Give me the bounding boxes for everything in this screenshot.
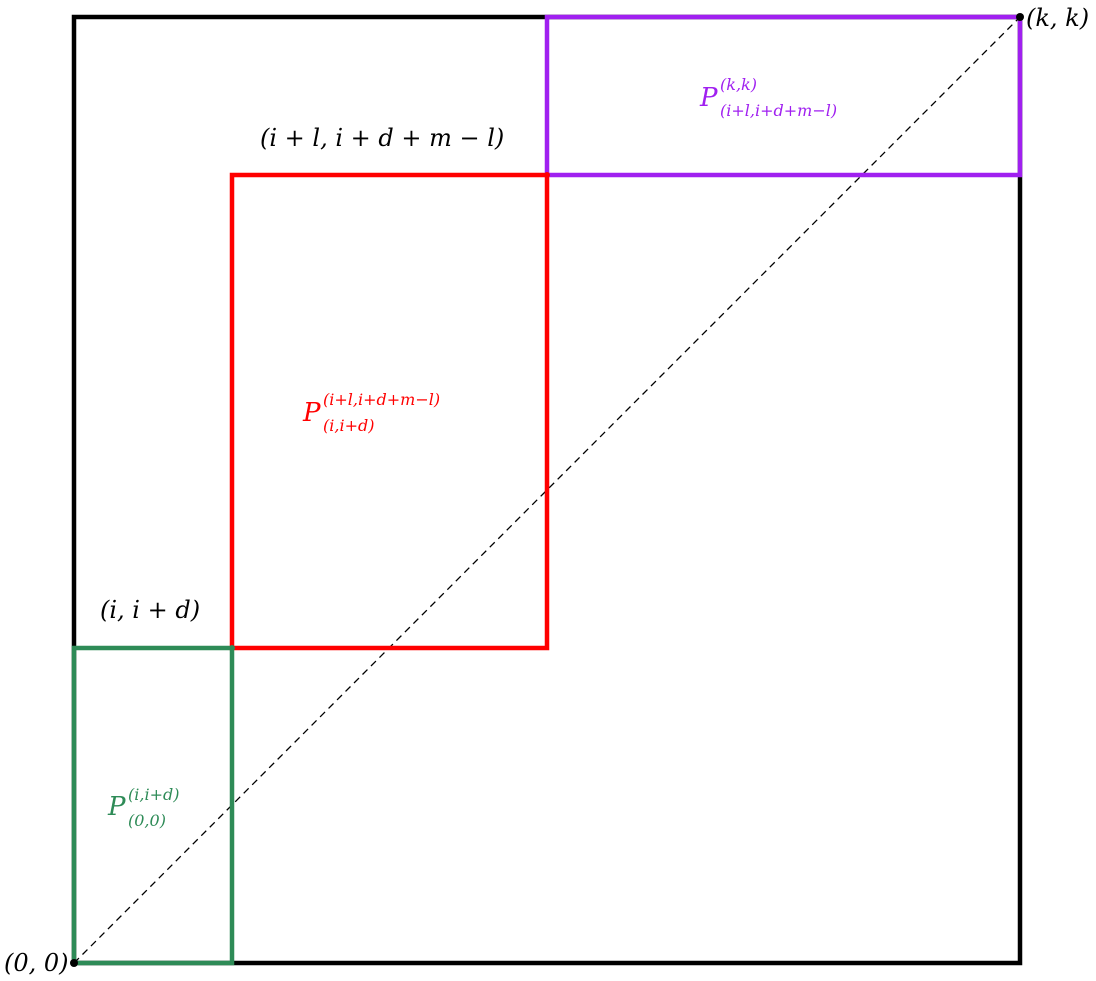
red-label-sup: (i+l,i+d+m−l) — [323, 390, 440, 409]
purple-label-base: P — [699, 83, 718, 113]
red-label-sub: (i,i+d) — [323, 416, 374, 435]
purple-region-label: P (k,k) (i+l,i+d+m−l) — [699, 75, 837, 120]
origin-point — [70, 959, 78, 967]
red-corner-point — [544, 172, 550, 178]
purple-region — [544, 14, 1023, 178]
red-label-base: P — [302, 398, 321, 428]
purple-label-sup: (k,k) — [720, 75, 757, 94]
red-region — [229, 172, 550, 651]
origin-label: (0, 0) — [4, 949, 69, 977]
red-region-label: P (i+l,i+d+m−l) (i,i+d) — [302, 390, 440, 435]
purple-label-sub: (i+l,i+d+m−l) — [720, 101, 837, 120]
red-corner-label: (i + l, i + d + m − l) — [260, 124, 504, 152]
corner-label: (k, k) — [1026, 4, 1089, 32]
green-label-base: P — [107, 792, 126, 822]
green-region — [71, 645, 235, 966]
green-region-label: P (i,i+d) (0,0) — [107, 785, 179, 830]
green-label-sup: (i,i+d) — [128, 785, 179, 804]
green-label-sub: (0,0) — [128, 811, 166, 830]
green-corner-label: (i, i + d) — [100, 596, 200, 624]
corner-point — [1016, 13, 1024, 21]
green-corner-point — [229, 645, 235, 651]
